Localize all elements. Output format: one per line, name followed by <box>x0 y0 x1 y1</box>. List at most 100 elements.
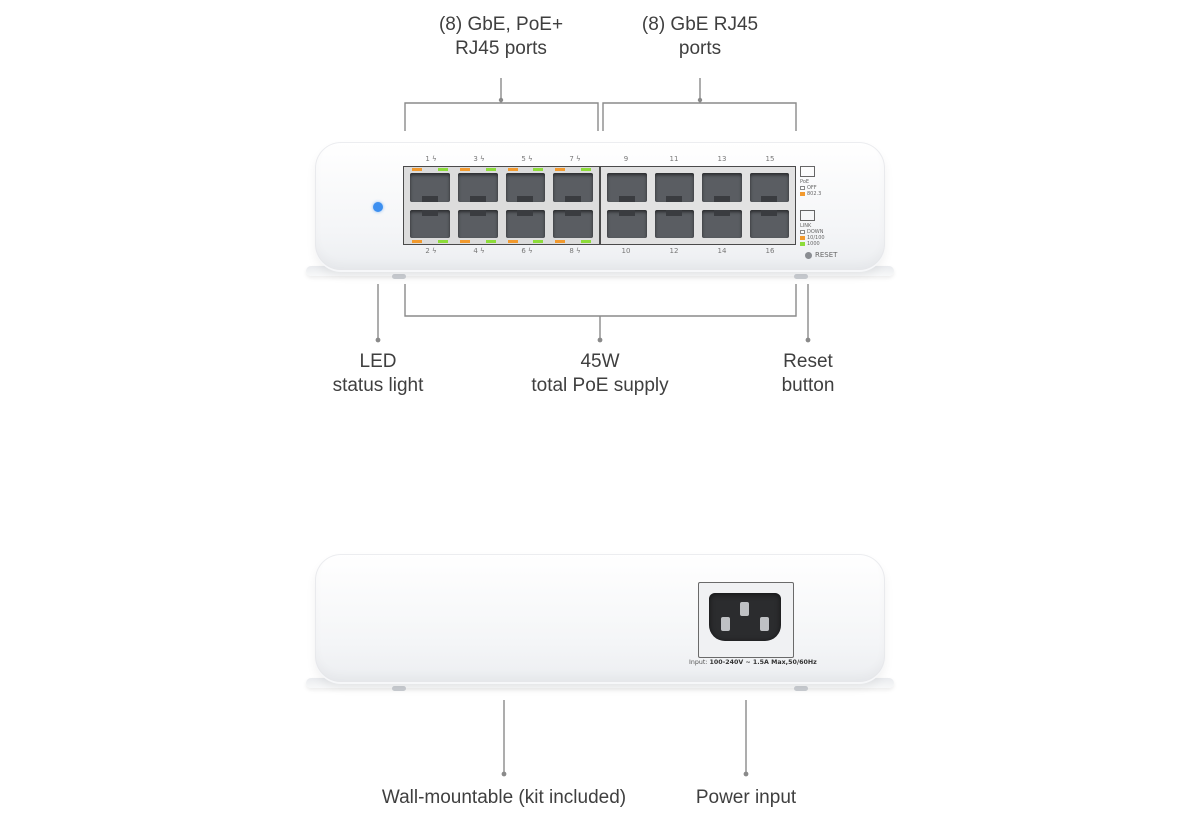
reset-button[interactable] <box>805 252 812 259</box>
rj45-port[interactable] <box>749 209 789 238</box>
rj45-port[interactable] <box>410 209 450 243</box>
rj45-port[interactable] <box>607 209 647 238</box>
port-number-label: 1 ϟ <box>425 155 437 163</box>
input-rating-value: 100-240V ~ 1.5A Max,50/60Hz <box>709 659 817 666</box>
callout-gbe-ports: (8) GbE RJ45 ports <box>620 13 780 61</box>
rj45-port[interactable] <box>457 168 498 202</box>
port-latch <box>421 195 438 202</box>
port-number-label: 3 ϟ <box>473 155 485 163</box>
callout-power-input: Power input <box>676 786 816 810</box>
port-number-label: 16 <box>765 247 775 255</box>
port-number-label: 5 ϟ <box>521 155 533 163</box>
rj45-port[interactable] <box>702 209 742 238</box>
port-latch <box>469 209 486 216</box>
led-dot <box>375 337 381 343</box>
link-legend-100-label: 10/100 <box>807 235 825 241</box>
power-pin-ground <box>740 602 749 616</box>
port-number-label: 11 <box>669 155 679 163</box>
callout-poe-supply-line1: 45W <box>580 351 620 372</box>
port-number-label: 12 <box>669 247 679 255</box>
gbe-ports-bracket <box>602 78 797 131</box>
port-poe-led <box>507 168 518 171</box>
rj45-port[interactable] <box>505 209 546 243</box>
rj45-port[interactable] <box>749 173 789 202</box>
rj45-port[interactable] <box>410 168 450 202</box>
link-legend: LINK DOWN 10/100 1000 <box>800 210 825 247</box>
port-poe-led <box>555 240 566 243</box>
callout-wall-mount-line1: Wall-mountable (kit included) <box>381 787 627 808</box>
callout-led-line1: LED <box>359 351 397 372</box>
port-link-led <box>533 240 544 243</box>
callout-power-input-line1: Power input <box>695 787 797 808</box>
poe-legend: PoE OFF 802.3 <box>800 166 821 197</box>
callout-poe-supply: 45W total PoE supply <box>510 350 690 398</box>
wall-mount-dot <box>501 771 507 777</box>
link-legend-1000-label: 1000 <box>807 241 820 247</box>
poe-ports-dot <box>498 97 504 103</box>
poe-ports-bracket <box>404 78 599 131</box>
power-pin-right <box>760 617 769 631</box>
reset-label: RESET <box>815 251 838 259</box>
port-link-led <box>485 240 496 243</box>
back-foot-left <box>392 686 406 691</box>
callout-poe-ports-line2: RJ45 ports <box>455 38 547 59</box>
front-device-base <box>306 266 894 276</box>
port-number-label: 9 <box>623 155 629 163</box>
power-pin-left <box>721 617 730 631</box>
port-latch <box>666 209 683 216</box>
callout-poe-ports-line1: (8) GbE, PoE+ <box>438 14 564 35</box>
link-legend-down: DOWN <box>800 229 825 235</box>
poe-supply-dot <box>597 337 603 343</box>
input-rating-label: Input: <box>689 659 708 666</box>
port-link-led <box>581 168 591 171</box>
port-latch <box>618 209 635 216</box>
poe-supply-bracket <box>404 284 797 338</box>
power-socket-icon <box>709 593 781 641</box>
poe-legend-off: OFF <box>800 185 821 191</box>
port-latch <box>713 209 730 216</box>
back-foot-right <box>794 686 808 691</box>
port-latch <box>517 209 534 216</box>
rj45-port[interactable] <box>702 173 742 202</box>
callout-gbe-ports-line2: ports <box>678 38 722 59</box>
callout-wall-mount: Wall-mountable (kit included) <box>354 786 654 810</box>
callout-gbe-ports-line1: (8) GbE RJ45 <box>641 14 759 35</box>
rj45-port[interactable] <box>553 209 593 243</box>
input-rating: Input: 100-240V ~ 1.5A Max,50/60Hz <box>689 659 817 666</box>
rj45-port[interactable] <box>553 168 593 202</box>
callout-led: LED status light <box>318 350 438 398</box>
port-poe-led <box>459 168 470 171</box>
rj45-port[interactable] <box>654 209 694 238</box>
link-legend-down-label: DOWN <box>807 229 824 235</box>
poe-port-panel <box>403 166 600 245</box>
port-number-label: 8 ϟ <box>569 247 581 255</box>
poe-legend-8023: 802.3 <box>800 191 821 197</box>
port-poe-led <box>459 240 470 243</box>
front-foot-right <box>794 274 808 279</box>
poe-legend-icon <box>800 166 815 177</box>
port-latch <box>761 209 778 216</box>
rj45-port[interactable] <box>654 173 694 202</box>
callout-reset-line2: button <box>781 375 835 396</box>
poe-legend-title: PoE <box>800 179 810 185</box>
port-latch <box>761 195 778 202</box>
link-legend-100: 10/100 <box>800 235 825 241</box>
port-poe-led <box>507 240 518 243</box>
link-legend-icon <box>800 210 815 221</box>
port-latch <box>618 195 635 202</box>
rj45-port[interactable] <box>505 168 546 202</box>
port-link-led <box>533 168 544 171</box>
port-latch <box>517 195 534 202</box>
rj45-port[interactable] <box>607 173 647 202</box>
rj45-port[interactable] <box>457 209 498 243</box>
port-number-label: 14 <box>717 247 727 255</box>
port-number-label: 13 <box>717 155 727 163</box>
callout-reset: Reset button <box>758 350 858 398</box>
front-foot-left <box>392 274 406 279</box>
link-legend-1000: 1000 <box>800 241 825 247</box>
port-number-label: 7 ϟ <box>569 155 581 163</box>
power-input-dot <box>743 771 749 777</box>
port-latch <box>565 195 582 202</box>
callout-poe-supply-line2: total PoE supply <box>531 375 669 396</box>
